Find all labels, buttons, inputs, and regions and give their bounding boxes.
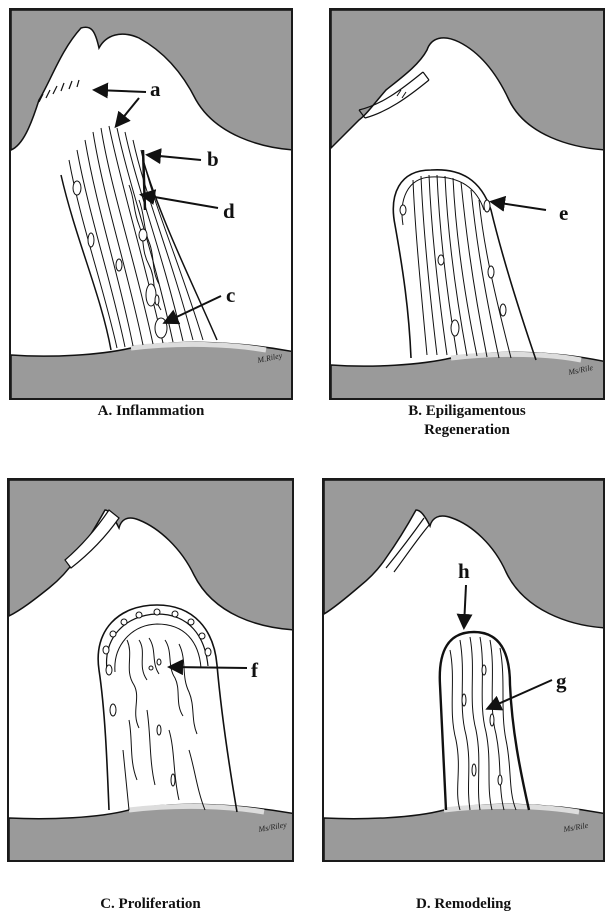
- tibia-bone: [324, 804, 605, 862]
- ligament-fibers: [450, 637, 516, 810]
- femur-bone: [331, 10, 605, 150]
- caption-d-text: D. Remodeling: [416, 896, 511, 912]
- label-f: f: [251, 658, 259, 682]
- label-h: h: [458, 559, 470, 583]
- caption-a: A. Inflammation: [9, 402, 293, 421]
- caption-b-line2: Regeneration: [424, 422, 510, 438]
- femur-bone: [9, 480, 294, 630]
- ligament-outline: [393, 170, 536, 360]
- caption-a-text: A. Inflammation: [98, 403, 205, 419]
- label-a: a: [150, 77, 161, 101]
- caption-c-text: C. Proliferation: [100, 896, 201, 912]
- caption-c: C. Proliferation: [7, 895, 294, 914]
- label-g: g: [556, 669, 567, 693]
- panel-d-illustration: h g Ms/Rile: [324, 480, 605, 862]
- panel-a-illustration: a b c d M.Riley: [11, 10, 293, 400]
- tibia-bone: [11, 342, 293, 400]
- panel-c-proliferation: f Ms/Riley: [7, 478, 294, 862]
- label-c: c: [226, 283, 235, 307]
- caption-b-line1: B. Epiligamentous: [408, 403, 526, 419]
- panel-c-illustration: f Ms/Riley: [9, 480, 294, 862]
- panel-a-inflammation: a b c d M.Riley: [9, 8, 293, 400]
- label-b: b: [207, 147, 219, 171]
- caption-b: B. Epiligamentous Regeneration: [329, 402, 605, 440]
- caption-d: D. Remodeling: [322, 895, 605, 914]
- label-e: e: [559, 201, 568, 225]
- panel-d-remodeling: h g Ms/Rile: [322, 478, 605, 862]
- panel-b-epiligamentous-regeneration: e Ms/Rile: [329, 8, 605, 400]
- ligament-outline: [61, 160, 217, 350]
- ligament-fibers: [123, 638, 205, 810]
- ligament-outline: [98, 605, 237, 812]
- panel-b-illustration: e Ms/Rile: [331, 10, 605, 400]
- label-d: d: [223, 199, 235, 223]
- tibia-bone: [9, 804, 294, 862]
